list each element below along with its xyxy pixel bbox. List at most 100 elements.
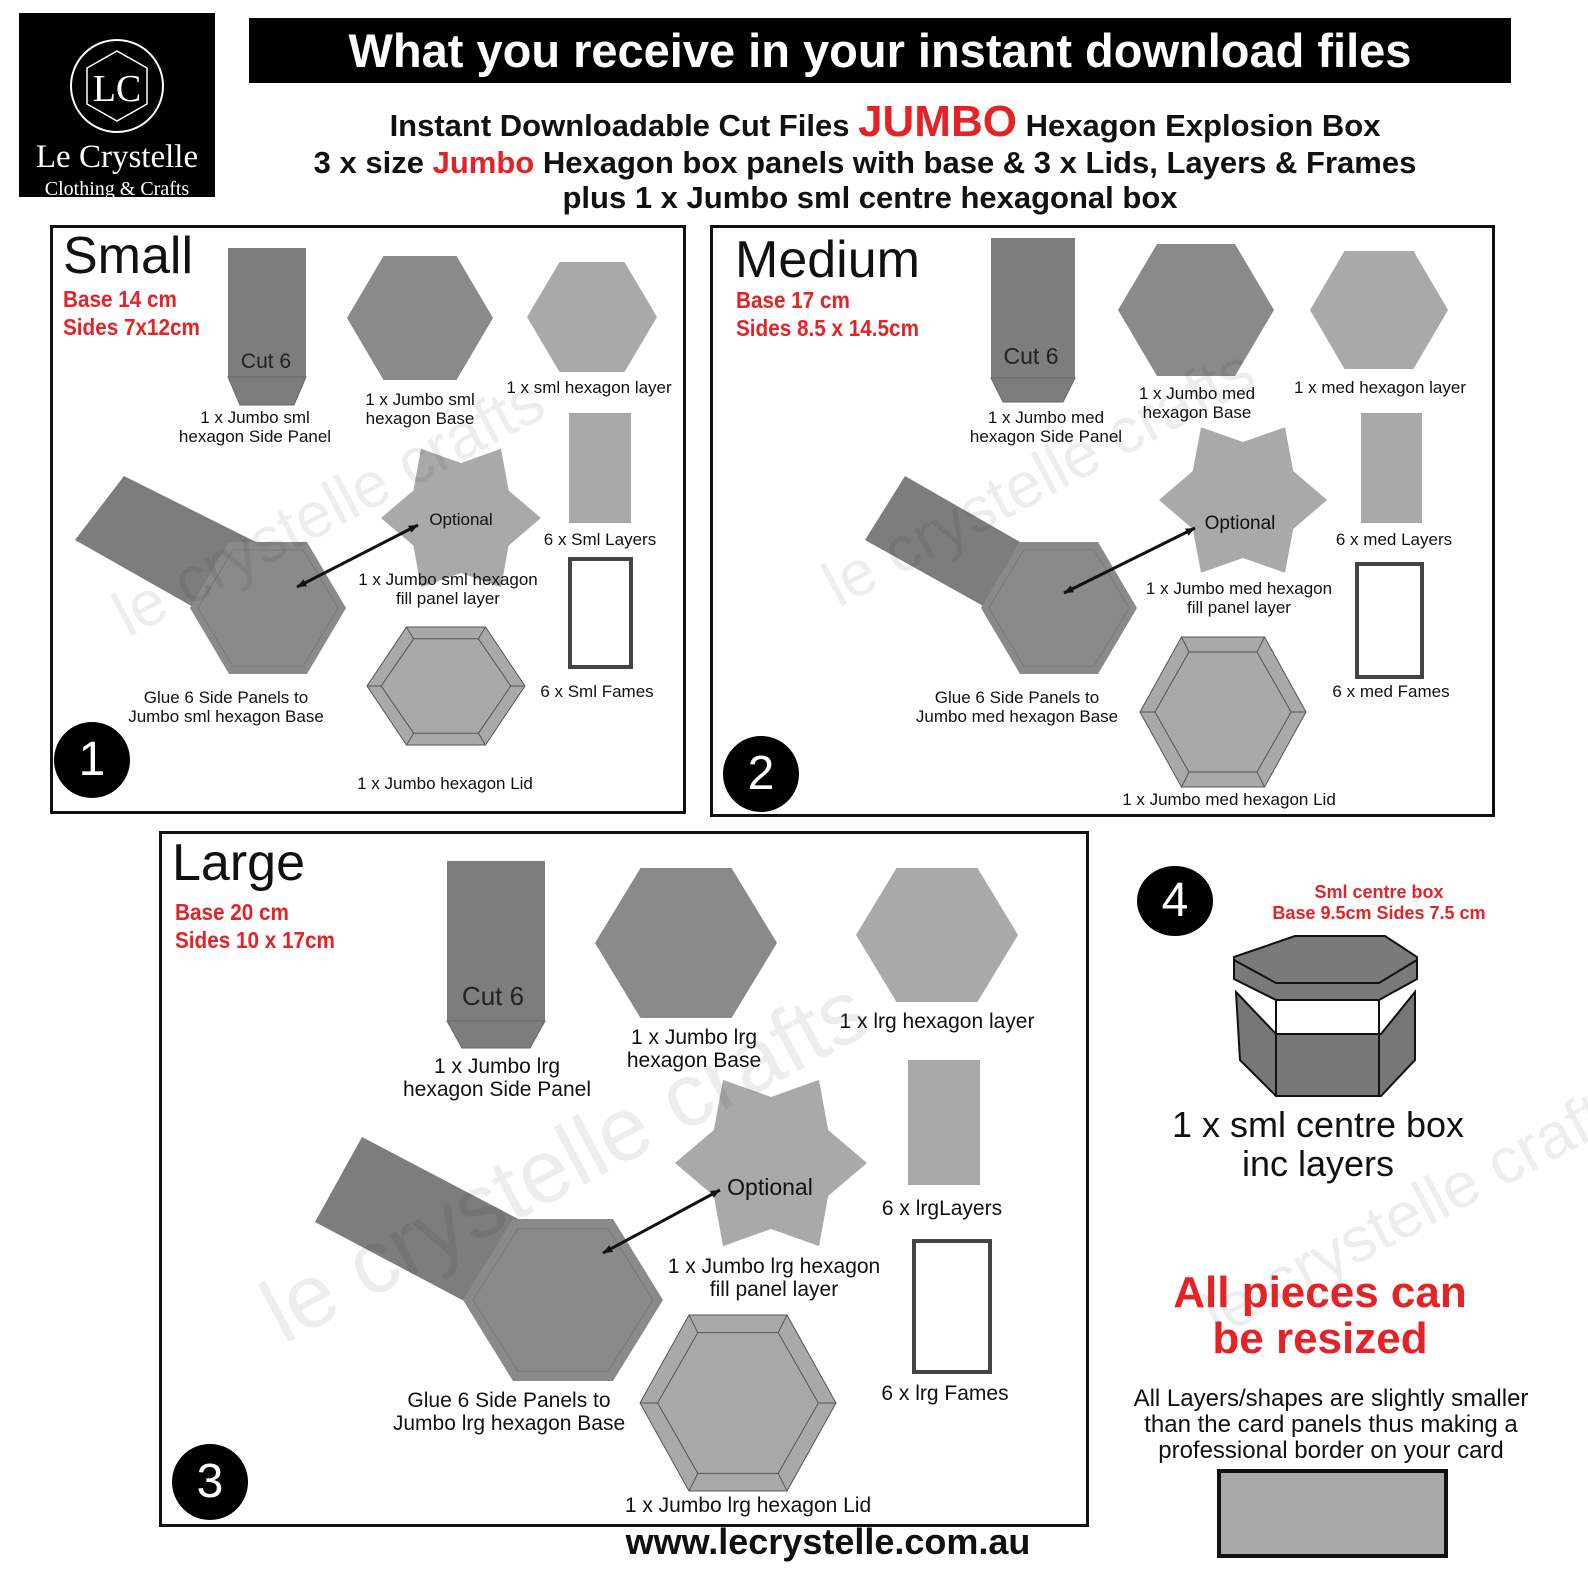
lid-fold-line	[477, 626, 486, 640]
lid-fold-line	[1181, 636, 1190, 653]
layer-hexagon	[527, 262, 657, 372]
panel-title: Large	[172, 834, 305, 892]
centre-box-lid-edge	[1233, 959, 1418, 984]
base-hexagon	[347, 256, 493, 380]
layers-label: 6 x Sml Layers	[543, 530, 657, 549]
lid-shape	[640, 1315, 836, 1491]
logo-tagline: Clothing & Crafts	[44, 178, 190, 200]
base-hexagon	[1118, 244, 1274, 376]
layer-hexagon	[1310, 251, 1448, 369]
subtitle-line-1: Instant Downloadable Cut Files JUMBO Hex…	[389, 97, 1381, 146]
arrow-line	[602, 1188, 721, 1255]
lid-label: 1 x Jumbo med hexagon Lid	[1122, 790, 1336, 809]
lid-fold-line	[777, 1473, 788, 1492]
lid-label: 1 x Jumbo hexagon Lid	[357, 774, 533, 793]
logo-name: Le Crystelle	[35, 139, 199, 175]
optional-star-shape	[675, 1079, 867, 1247]
optional-label: Optional	[1204, 513, 1276, 534]
panel-large	[159, 831, 1089, 1527]
layer-rect	[1361, 413, 1422, 523]
cut-label: Cut 6	[240, 350, 292, 373]
layer-label: 1 x lrg hexagon layer	[839, 1010, 1035, 1033]
side-panel-tab	[227, 376, 307, 406]
frame-rect	[912, 1239, 992, 1374]
lid-shape	[1140, 637, 1306, 787]
lid-fold-line	[406, 626, 415, 640]
lid-fold-line	[688, 1473, 699, 1492]
cut-label: Cut 6	[461, 981, 525, 1011]
lid-shape	[367, 627, 525, 745]
optional-star-shape	[1159, 427, 1327, 573]
lid-fold-line	[1181, 771, 1190, 788]
centre-box-lid	[1233, 935, 1418, 1001]
panel-small	[50, 225, 686, 814]
frame-rect	[568, 557, 633, 669]
frames-label: 6 x Sml Fames	[540, 682, 654, 701]
step-number-badge: 4	[1137, 866, 1213, 936]
side-panel-shape	[447, 861, 545, 1021]
subtitle-line-3: plus 1 x Jumbo sml centre hexagonal box	[562, 180, 1178, 215]
base-hexagon	[595, 868, 777, 1018]
optional-star-shape	[381, 448, 541, 588]
exploded-base-outline	[472, 1228, 654, 1372]
layer-rect	[908, 1060, 980, 1185]
side-panel-tab	[990, 377, 1076, 403]
arrow-head-icon	[408, 525, 418, 533]
lid-fold-line	[477, 732, 486, 746]
panel-title: Small	[63, 227, 194, 285]
centre-box-body	[1234, 989, 1416, 1097]
exploded-base-outline	[197, 549, 339, 667]
step-number-badge: 1	[54, 722, 130, 798]
arrow-head-icon	[1185, 528, 1195, 536]
optional-label: Optional	[727, 1174, 813, 1200]
lid-fold-line	[688, 1314, 699, 1333]
optional-label: Optional	[429, 510, 493, 529]
lid-fold-line	[406, 732, 415, 746]
page-title: What you receive in your instant downloa…	[249, 18, 1511, 83]
frames-label: 6 x lrg Fames	[881, 1382, 1009, 1405]
panel-medium	[710, 225, 1495, 817]
side-panel-tab	[446, 1020, 546, 1049]
exploded-base-hexagon	[190, 542, 346, 674]
layer-rect	[569, 413, 631, 523]
side-panel-shape	[228, 248, 306, 377]
lid-fold-line	[1256, 636, 1265, 653]
layer-label: 1 x med hexagon layer	[1294, 378, 1466, 397]
border-example-rect	[1217, 1469, 1448, 1558]
frames-label: 6 x med Fames	[1332, 682, 1450, 701]
lid-label: 1 x Jumbo lrg hexagon Lid	[624, 1494, 872, 1517]
exploded-base-hexagon	[463, 1219, 663, 1381]
arrow-line	[296, 523, 419, 589]
side-panel-shape	[991, 238, 1075, 378]
svg-text:LC: LC	[93, 68, 142, 110]
exploded-base-outline	[988, 549, 1130, 667]
exploded-side-panel	[315, 1137, 524, 1302]
arrow-head-icon	[603, 1245, 613, 1253]
brand-logo: LC Le Crystelle Clothing & Crafts	[19, 13, 215, 200]
exploded-side-panel	[865, 476, 1020, 607]
website-url[interactable]: www.lecrystelle.com.au	[625, 1521, 1031, 1562]
arrow-head-icon	[1064, 585, 1074, 593]
arrow-head-icon	[710, 1190, 720, 1198]
layer-hexagon	[856, 868, 1018, 1002]
cut-label: Cut 6	[1003, 343, 1059, 369]
